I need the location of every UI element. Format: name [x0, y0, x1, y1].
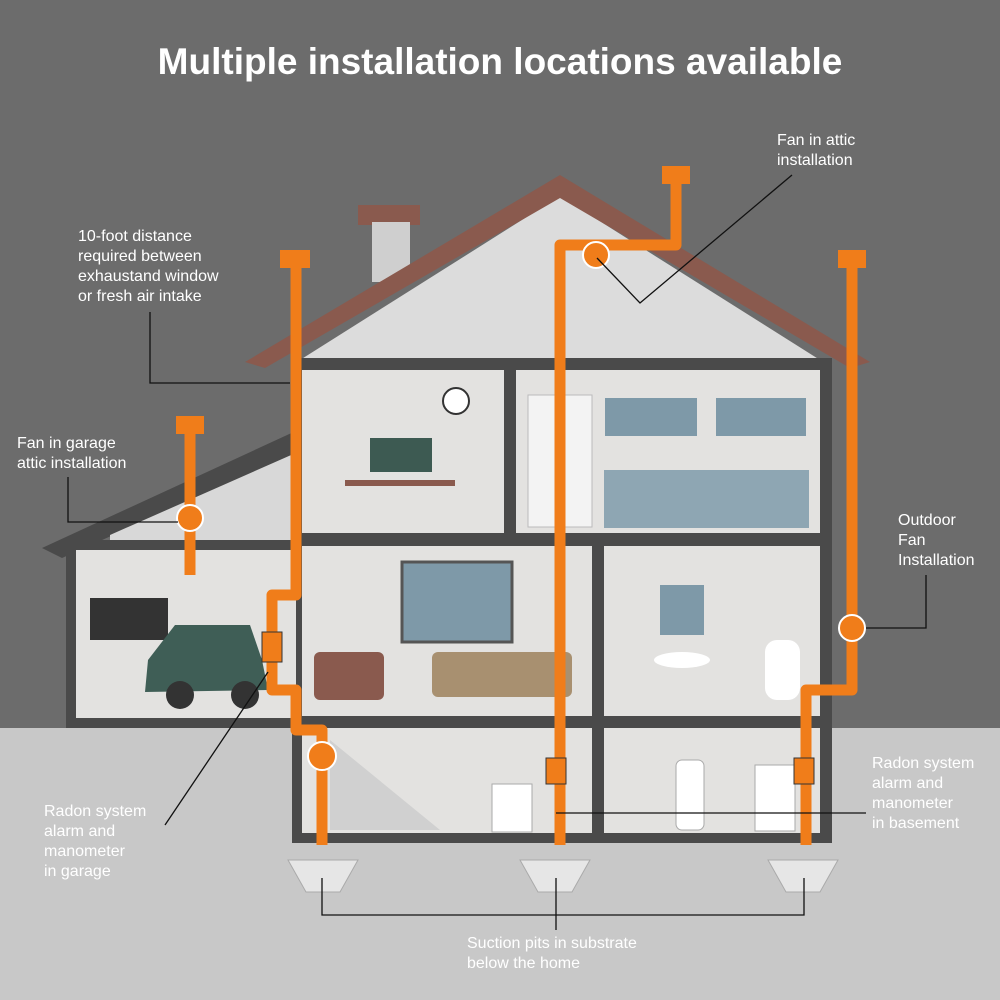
label-outdoor: Outdoor Fan Installation [898, 512, 975, 569]
kitchen-window [605, 398, 697, 436]
kitchen-cabinets [604, 470, 809, 528]
manometer-icon [545, 757, 567, 785]
leader-line [164, 671, 269, 826]
manometer-icon [261, 631, 283, 663]
page-title: Multiple installation locations availabl… [158, 41, 843, 82]
label-garage-alarm: Radon system alarm and manometer in gara… [44, 803, 151, 880]
fan-icon [307, 741, 337, 771]
leader-line [67, 477, 178, 523]
sink [654, 652, 710, 668]
label-attic-fan: Fan in attic installation [777, 132, 860, 169]
clock-icon [442, 387, 470, 415]
suction-pits [287, 859, 839, 893]
water-heater [675, 759, 705, 831]
sofa [432, 652, 572, 697]
vent-cap [838, 250, 866, 268]
label-basement-alarm: Radon system alarm and manometer in base… [872, 755, 979, 832]
car [145, 625, 268, 692]
leader-line [596, 174, 793, 304]
pipe-attic [554, 180, 682, 845]
fan-icon [176, 504, 204, 532]
vent-cap [176, 416, 204, 434]
bathroom-window [660, 585, 704, 635]
pipe-garage-side [266, 265, 328, 845]
leader-lines [67, 174, 927, 930]
fan-icon [838, 614, 866, 642]
desk [345, 480, 455, 486]
leader-line [866, 575, 927, 629]
kitchen-window [716, 398, 806, 436]
car-wheel [166, 681, 194, 709]
toilet [765, 640, 800, 700]
stairs [330, 740, 440, 830]
leader-line [321, 878, 805, 930]
washer [491, 783, 533, 833]
radon-pipes [176, 166, 866, 845]
chimney-cap [358, 205, 420, 225]
suction-pit [519, 859, 591, 893]
vent-cap [662, 166, 690, 184]
living-window [400, 560, 514, 644]
suction-pit [287, 859, 359, 893]
label-distance: 10-foot distance required between exhaus… [78, 228, 223, 305]
label-garage-attic: Fan in garage attic installation [17, 435, 126, 472]
armchair [314, 652, 384, 700]
fan-icon [582, 241, 610, 269]
monitor [370, 438, 432, 472]
label-suction: Suction pits in substrate below the home [467, 935, 641, 972]
garage-roof [42, 430, 298, 558]
leader-line [149, 312, 290, 384]
manometer-icon [793, 757, 815, 785]
suction-pit [767, 859, 839, 893]
car-wheel [231, 681, 259, 709]
vent-cap [280, 250, 310, 268]
tool-board [90, 598, 168, 640]
furnace [754, 764, 796, 832]
garage-attic [110, 452, 298, 540]
